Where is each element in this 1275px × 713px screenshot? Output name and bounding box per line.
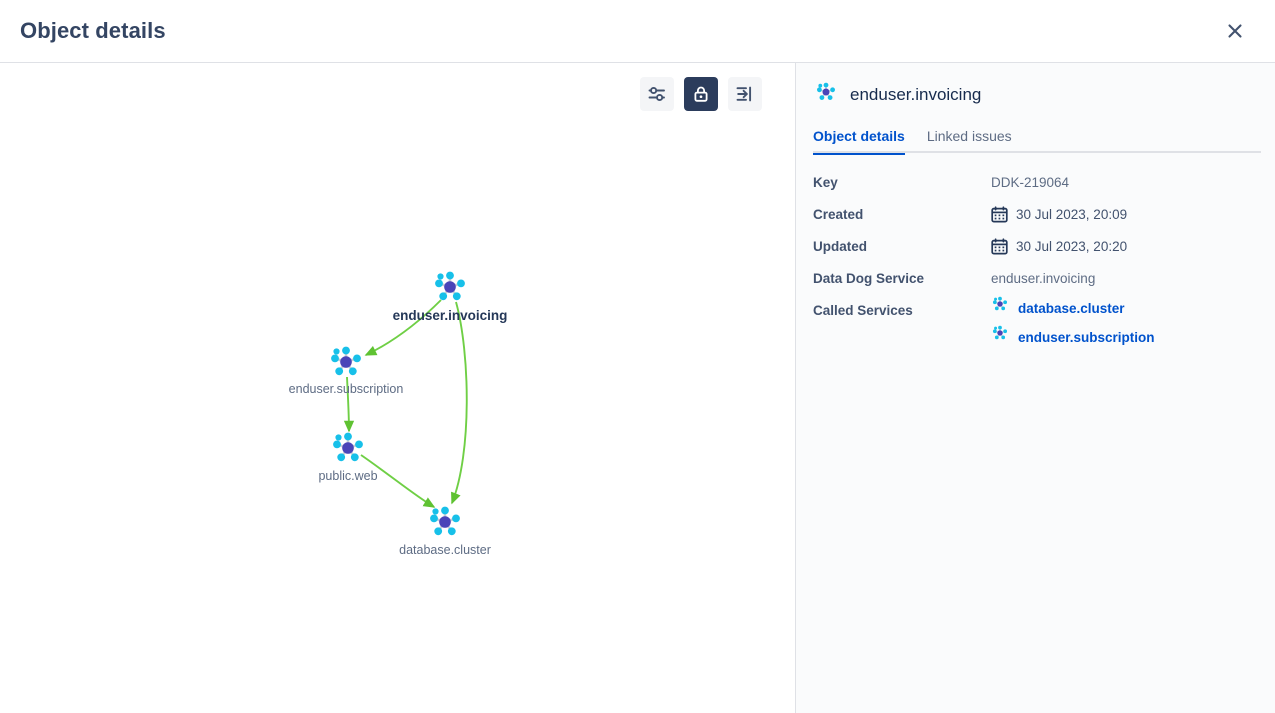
graph-node-public-web[interactable]	[331, 431, 365, 463]
called-service-label: enduser.subscription	[1018, 329, 1155, 345]
called-services-list: database.cluster enduser.subscription	[991, 295, 1155, 351]
created-date-text: 30 Jul 2023, 20:09	[1016, 207, 1128, 222]
filter-sliders-button[interactable]	[640, 77, 674, 111]
field-row-data-dog-service: Data Dog Service enduser.invoicing	[813, 263, 1263, 295]
field-row-updated: Updated	[813, 231, 1263, 263]
graph-node-enduser-invoicing[interactable]	[433, 270, 467, 302]
object-details-panel: enduser.invoicing Object details Linked …	[795, 63, 1275, 713]
graph-node-enduser-subscription[interactable]	[329, 345, 363, 377]
field-row-key: Key DDK-219064	[813, 167, 1263, 199]
dialog-body: enduser.invoicing enduser.subscription p…	[0, 63, 1275, 713]
called-service-link-database-cluster[interactable]: database.cluster	[991, 295, 1155, 322]
called-service-link-enduser-subscription[interactable]: enduser.subscription	[991, 324, 1155, 351]
field-label-key: Key	[813, 175, 838, 190]
collapse-panel-button[interactable]	[728, 77, 762, 111]
field-label-created: Created	[813, 207, 864, 222]
close-button[interactable]	[1217, 13, 1253, 49]
field-value-updated: 30 Jul 2023, 20:20	[991, 231, 1127, 263]
field-label-data-dog-service: Data Dog Service	[813, 271, 925, 286]
field-value-data-dog-service: enduser.invoicing	[991, 271, 1096, 286]
graph-edges	[343, 299, 468, 508]
field-list: Key DDK-219064 Created	[813, 167, 1263, 351]
service-graph-pane: enduser.invoicing enduser.subscription p…	[0, 63, 795, 713]
field-row-called-services: Called Services database.cluster	[813, 295, 1263, 351]
edge-invoicing-to-subscription	[364, 299, 442, 356]
tab-object-details[interactable]: Object details	[813, 128, 913, 155]
object-name: enduser.invoicing	[850, 84, 982, 104]
field-label-updated: Updated	[813, 239, 867, 254]
edge-subscription-to-web	[343, 376, 355, 433]
lock-layout-button[interactable]	[684, 77, 718, 111]
lock-icon	[691, 84, 711, 104]
sliders-icon	[647, 84, 667, 104]
updated-date-text: 30 Jul 2023, 20:20	[1016, 239, 1128, 254]
field-value-created: 30 Jul 2023, 20:09	[991, 199, 1127, 231]
graph-canvas[interactable]	[0, 63, 795, 713]
graph-node-database-cluster[interactable]	[428, 505, 462, 537]
dialog-header: Object details	[0, 0, 1275, 63]
service-node-icon	[991, 295, 1009, 322]
calendar-icon	[991, 237, 1008, 255]
field-row-created: Created	[813, 199, 1263, 231]
service-node-icon	[991, 324, 1009, 351]
field-value-key: DDK-219064	[991, 175, 1070, 190]
close-icon	[1225, 21, 1245, 41]
edge-web-to-database	[360, 454, 436, 508]
object-header: enduser.invoicing	[813, 79, 981, 110]
graph-toolbar	[640, 77, 762, 111]
detail-tabs: Object details Linked issues	[813, 122, 1261, 155]
field-label-called-services: Called Services	[813, 303, 913, 318]
arrow-into-bar-icon	[735, 84, 755, 104]
service-node-icon	[813, 79, 839, 110]
page-title: Object details	[20, 18, 166, 43]
calendar-icon	[991, 205, 1008, 223]
edge-invoicing-to-database	[451, 301, 468, 505]
tab-linked-issues[interactable]: Linked issues	[927, 128, 1020, 153]
called-service-label: database.cluster	[1018, 300, 1125, 316]
graph-nodes	[329, 270, 467, 537]
